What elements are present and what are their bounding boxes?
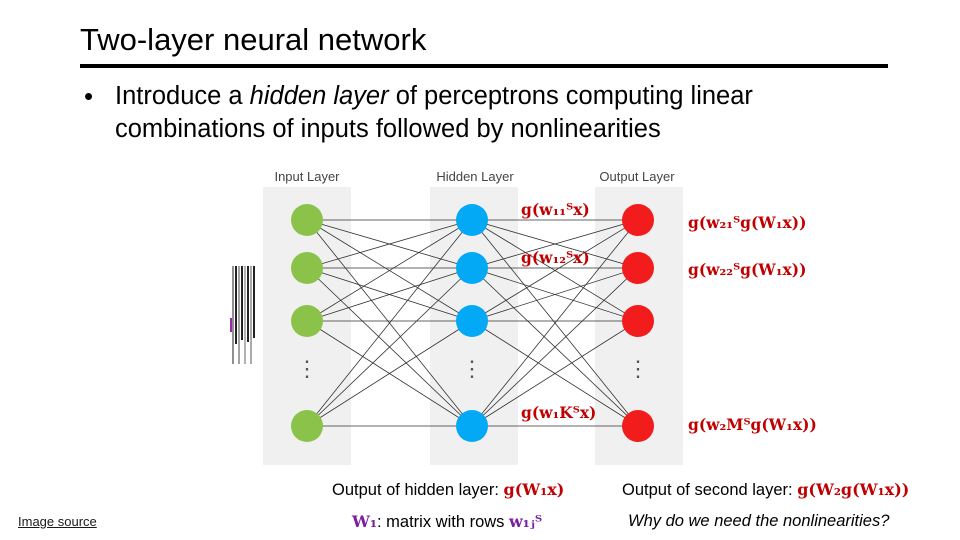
- input-node-2: [291, 252, 323, 284]
- edge-2-4-1: [471, 219, 639, 427]
- w1-caption: W₁: matrix with rows w₁ⱼᵀ: [352, 512, 542, 532]
- hidden-node-2: [456, 252, 488, 284]
- input-ellipsis: ⋮: [296, 356, 318, 381]
- hidden-node-3: [456, 305, 488, 337]
- output-ellipsis: ⋮: [627, 356, 649, 381]
- hidden-output-math: g(W₁x): [503, 480, 565, 499]
- bullet-marker: •: [84, 81, 94, 111]
- slide-title: Two-layer neural network: [80, 22, 427, 57]
- image-source-link[interactable]: Image source: [18, 514, 97, 529]
- edge-2-2-1: [471, 219, 639, 269]
- edge-1-2-1: [306, 219, 473, 269]
- edge-2-4-2: [471, 267, 639, 427]
- output-node-4: [622, 410, 654, 442]
- bullet-text-italic: hidden layer: [249, 82, 389, 110]
- edge-1-3-1: [306, 219, 473, 322]
- w1-rows-math: w₁ⱼᵀ: [509, 512, 543, 531]
- title-underline: [80, 64, 888, 68]
- input-layer-label: Input Layer: [274, 169, 340, 184]
- edge-1-4-2: [306, 267, 473, 427]
- bullet-text: Introduce a hidden layer of perceptrons …: [115, 80, 875, 146]
- bullet-text-end: of perceptrons computing linear combinat…: [115, 82, 753, 143]
- second-output-math: g(W₂g(W₁x)): [797, 480, 910, 499]
- output-node-3: [622, 305, 654, 337]
- output-node-2: [622, 252, 654, 284]
- hidden-output-caption: Output of hidden layer: g(W₁x): [332, 480, 564, 500]
- network-nodes: [291, 204, 654, 442]
- nonlinearity-question: Why do we need the nonlinearities?: [628, 512, 890, 530]
- second-output-caption: Output of second layer: g(W₂g(W₁x)): [622, 480, 909, 500]
- hidden-output-label: Output of hidden layer:: [332, 481, 504, 499]
- image-source-artifact: [230, 264, 258, 366]
- edge-2-3-1: [471, 219, 639, 322]
- hidden-formula-k: g(w₁Kᵀx): [521, 403, 596, 422]
- hidden-ellipsis: ⋮: [461, 356, 483, 381]
- w1-math: W₁: [352, 512, 377, 531]
- second-output-label: Output of second layer:: [622, 481, 798, 499]
- bullet-text-start: Introduce a: [115, 82, 250, 110]
- output-formula-2: g(w₂₂ᵀg(W₁x)): [688, 260, 806, 279]
- hidden-node-1: [456, 204, 488, 236]
- edge-1-4-1: [306, 219, 473, 427]
- hidden-formula-1: g(w₁₁ᵀx): [521, 200, 590, 219]
- input-node-1: [291, 204, 323, 236]
- edge-2-3-2: [471, 267, 639, 322]
- output-formula-m: g(w₂Mᵀg(W₁x)): [688, 415, 817, 434]
- w1-text: : matrix with rows: [376, 513, 510, 531]
- edge-1-3-2: [306, 267, 473, 322]
- hidden-layer-label: Hidden Layer: [436, 169, 514, 184]
- output-formula-1: g(w₂₁ᵀg(W₁x)): [688, 213, 806, 232]
- input-node-3: [291, 305, 323, 337]
- output-layer-label: Output Layer: [599, 169, 675, 184]
- input-node-4: [291, 410, 323, 442]
- edge-1-4-3: [306, 320, 473, 427]
- output-node-1: [622, 204, 654, 236]
- connection-edges: [306, 219, 639, 427]
- hidden-formula-2: g(w₁₂ᵀx): [521, 248, 590, 267]
- hidden-node-4: [456, 410, 488, 442]
- edge-2-4-3: [471, 320, 639, 427]
